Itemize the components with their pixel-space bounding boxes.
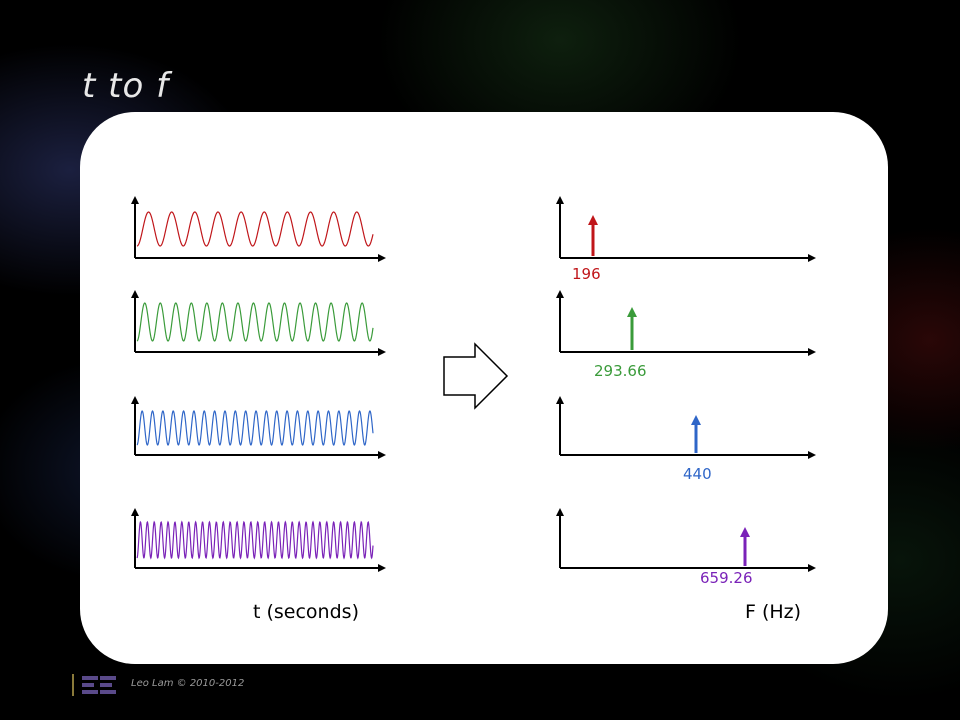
wave-440: [136, 410, 374, 446]
time-plot-1: [131, 196, 386, 262]
time-plot-2: [131, 290, 386, 356]
freq-label-659: 659.26: [700, 569, 753, 587]
time-plot-4: [131, 508, 386, 572]
wave-293: [136, 302, 374, 342]
freq-axis-label: F (Hz): [745, 601, 801, 623]
wave-196: [136, 211, 374, 247]
freq-plot-3: [556, 396, 816, 459]
time-axis-label: t (seconds): [253, 601, 359, 623]
freq-label-196: 196: [572, 265, 601, 283]
freq-plot-2: [556, 290, 816, 356]
footer-copyright: Leo Lam © 2010-2012: [131, 678, 245, 689]
freq-label-293: 293.66: [594, 362, 647, 380]
ee-logo-icon: [72, 674, 116, 696]
slide-title: t to f: [82, 66, 170, 106]
freq-label-440: 440: [683, 465, 712, 483]
transform-arrow-icon: [443, 342, 509, 410]
freq-plot-4: [556, 508, 816, 572]
wave-659: [136, 520, 374, 560]
freq-plot-1: [556, 196, 816, 262]
time-plot-3: [131, 396, 386, 459]
